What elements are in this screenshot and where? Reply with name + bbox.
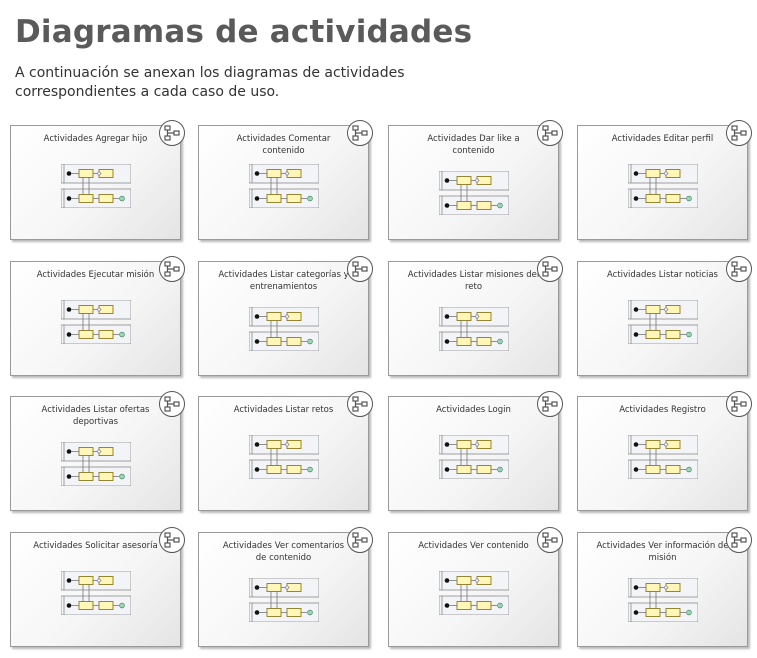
diagram-thumbnail [627, 434, 699, 480]
activity-diagram-icon[interactable] [347, 256, 373, 282]
diagram-label: Actividades Editar perfil [611, 134, 714, 144]
diagram-label: Actividades Ejecutar misión [36, 270, 155, 280]
diagram-thumbnail [438, 306, 510, 352]
diagram-card[interactable]: Actividades Listar retos [198, 391, 373, 511]
activity-diagram-icon[interactable] [159, 120, 185, 146]
activity-diagram-icon[interactable] [347, 391, 373, 417]
diagram-thumbnail [438, 570, 510, 616]
diagram-label: Actividades Listar noticias [606, 270, 718, 280]
activity-diagram-icon[interactable] [347, 527, 373, 553]
diagram-card[interactable]: Actividades Editar perfil [577, 120, 752, 240]
diagram-thumbnail [248, 306, 320, 352]
diagram-card[interactable]: Actividades Login [388, 391, 563, 511]
activity-diagram-icon[interactable] [726, 391, 752, 417]
diagram-thumbnail [248, 434, 320, 480]
diagram-card[interactable]: Actividades Agregar hijo [10, 120, 185, 240]
diagram-card[interactable]: Actividades Listar categorías y entrenam… [198, 256, 373, 376]
diagram-card[interactable]: Actividades Listar misiones del reto [388, 256, 563, 376]
diagram-label: Actividades Dar like a contenido [427, 134, 520, 156]
diagram-thumbnail [60, 441, 132, 487]
activity-diagram-icon[interactable] [159, 391, 185, 417]
diagram-thumbnail [60, 299, 132, 345]
diagram-label: Actividades Listar misiones del reto [407, 270, 540, 292]
diagram-label: Actividades Listar retos [233, 405, 334, 415]
diagram-label: Actividades Ver información de misión [596, 541, 729, 563]
diagram-label: Actividades Ver contenido [418, 541, 529, 551]
intro-text: A continuación se anexan los diagramas d… [15, 65, 405, 100]
diagram-card[interactable]: Actividades Listar ofertas deportivas [10, 391, 185, 511]
diagram-thumbnail [60, 163, 132, 209]
diagram-card[interactable]: Actividades Ver comentarios de contenido [198, 527, 373, 647]
diagram-card[interactable]: Actividades Ejecutar misión [10, 256, 185, 376]
diagram-label: Actividades Ver comentarios de contenido [222, 541, 345, 563]
diagram-thumbnail [438, 434, 510, 480]
activity-diagram-icon[interactable] [726, 527, 752, 553]
diagram-card[interactable]: Actividades Listar noticias [577, 256, 752, 376]
diagram-thumbnail [627, 577, 699, 623]
activity-diagram-icon[interactable] [537, 527, 563, 553]
activity-diagram-icon[interactable] [159, 527, 185, 553]
diagram-thumbnail [627, 163, 699, 209]
diagram-label: Actividades Solicitar asesoría [33, 541, 158, 551]
diagram-label: Actividades Login [436, 405, 511, 415]
diagram-label: Actividades Listar categorías y entrenam… [218, 270, 349, 292]
diagram-thumbnail [248, 163, 320, 209]
activity-diagram-icon[interactable] [159, 256, 185, 282]
diagram-label: Actividades Registro [619, 405, 706, 415]
diagram-card[interactable]: Actividades Comentar contenido [198, 120, 373, 240]
activity-diagram-icon[interactable] [726, 120, 752, 146]
diagram-label: Actividades Listar ofertas deportivas [41, 405, 150, 427]
diagram-label: Actividades Agregar hijo [43, 134, 148, 144]
diagram-card[interactable]: Actividades Ver información de misión [577, 527, 752, 647]
activity-diagram-icon[interactable] [726, 256, 752, 282]
diagram-thumbnail [438, 170, 510, 216]
page-title: Diagramas de actividades [15, 14, 473, 50]
activity-diagram-icon[interactable] [347, 120, 373, 146]
diagram-thumbnail [248, 577, 320, 623]
diagram-card[interactable]: Actividades Ver contenido [388, 527, 563, 647]
diagram-card[interactable]: Actividades Solicitar asesoría [10, 527, 185, 647]
diagram-thumbnail [60, 570, 132, 616]
diagram-label: Actividades Comentar contenido [236, 134, 331, 156]
diagram-thumbnail [627, 299, 699, 345]
activity-diagram-icon[interactable] [537, 120, 563, 146]
diagram-card[interactable]: Actividades Registro [577, 391, 752, 511]
activity-diagram-icon[interactable] [537, 256, 563, 282]
activity-diagram-icon[interactable] [537, 391, 563, 417]
diagram-card[interactable]: Actividades Dar like a contenido [388, 120, 563, 240]
